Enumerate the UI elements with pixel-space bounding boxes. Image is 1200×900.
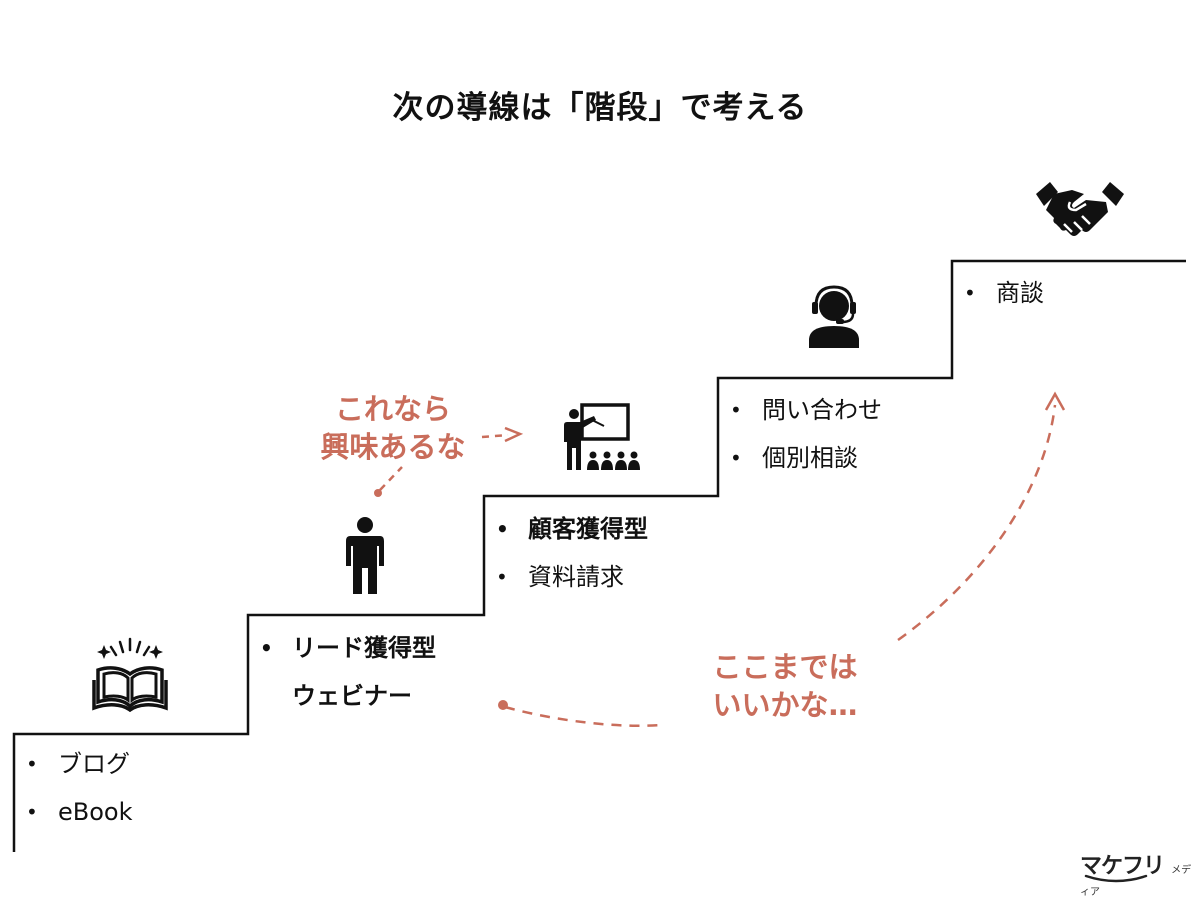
handshake-icon xyxy=(1036,182,1124,236)
bullet: • xyxy=(730,446,742,470)
list-item: • リード獲得型 xyxy=(254,624,436,672)
step-5-item-negotiation: 商談 xyxy=(996,279,1044,307)
step-4-item-consultation: 個別相談 xyxy=(762,444,858,472)
headset-operator-icon xyxy=(809,285,859,348)
list-item: • 資料請求 xyxy=(490,553,648,601)
step-2-item-webinar: ウェビナー xyxy=(292,682,412,710)
step-1-item-blog: ブログ xyxy=(58,750,130,778)
logo-main-text: マケフリ xyxy=(1080,854,1165,879)
list-item: • ブログ xyxy=(20,740,133,788)
enough-callout-line1: ここまでは xyxy=(712,650,858,684)
interest-arrow xyxy=(374,426,524,497)
page-title: 次の導線は「階段」で考える xyxy=(392,90,808,126)
step-4-item-inquiry: 問い合わせ xyxy=(762,396,882,424)
interest-callout-line1: これなら xyxy=(334,392,451,426)
step-1-item-ebook: eBook xyxy=(58,798,133,826)
step-3-item-customer-type: 顧客獲得型 xyxy=(528,515,648,543)
list-item: ウェビナー xyxy=(254,672,436,720)
list-item: • 顧客獲得型 xyxy=(490,505,648,553)
bullet: • xyxy=(496,565,508,589)
list-item: • 個別相談 xyxy=(724,434,882,482)
step-2-list: • リード獲得型 ウェビナー xyxy=(254,624,436,720)
bullet: • xyxy=(730,398,742,422)
step-3-list: • 顧客獲得型 • 資料請求 xyxy=(490,505,648,601)
presentation-icon xyxy=(564,403,640,470)
logo-sub-text: メディア xyxy=(1080,865,1192,898)
step-4-list: • 問い合わせ • 個別相談 xyxy=(724,386,882,482)
step-1-list: • ブログ • eBook xyxy=(20,740,133,836)
enough-callout: ここまでは いいかな… xyxy=(695,648,875,724)
step-3-item-document-request: 資料請求 xyxy=(528,563,624,591)
bullet: • xyxy=(26,752,38,776)
bullet: • xyxy=(26,800,38,824)
list-item: • 商談 xyxy=(958,269,1044,317)
interest-callout: これなら 興味あるな xyxy=(308,390,478,466)
person-icon xyxy=(346,517,384,594)
enough-callout-line2: いいかな… xyxy=(712,688,858,722)
list-item: • 問い合わせ xyxy=(724,386,882,434)
staircase-line xyxy=(12,259,1186,852)
bullet: • xyxy=(496,517,509,541)
logo-smile-icon xyxy=(1084,874,1148,883)
bullet: • xyxy=(964,281,976,305)
list-item: • eBook xyxy=(20,788,133,836)
progress-arrow xyxy=(498,391,1066,727)
bullet: • xyxy=(260,636,273,660)
brand-logo: マケフリ メディア xyxy=(1080,848,1200,899)
open-book-icon xyxy=(92,637,168,712)
step-2-item-lead-type: リード獲得型 xyxy=(292,634,436,662)
step-5-list: • 商談 xyxy=(958,269,1044,317)
interest-callout-line2: 興味あるな xyxy=(320,430,466,464)
